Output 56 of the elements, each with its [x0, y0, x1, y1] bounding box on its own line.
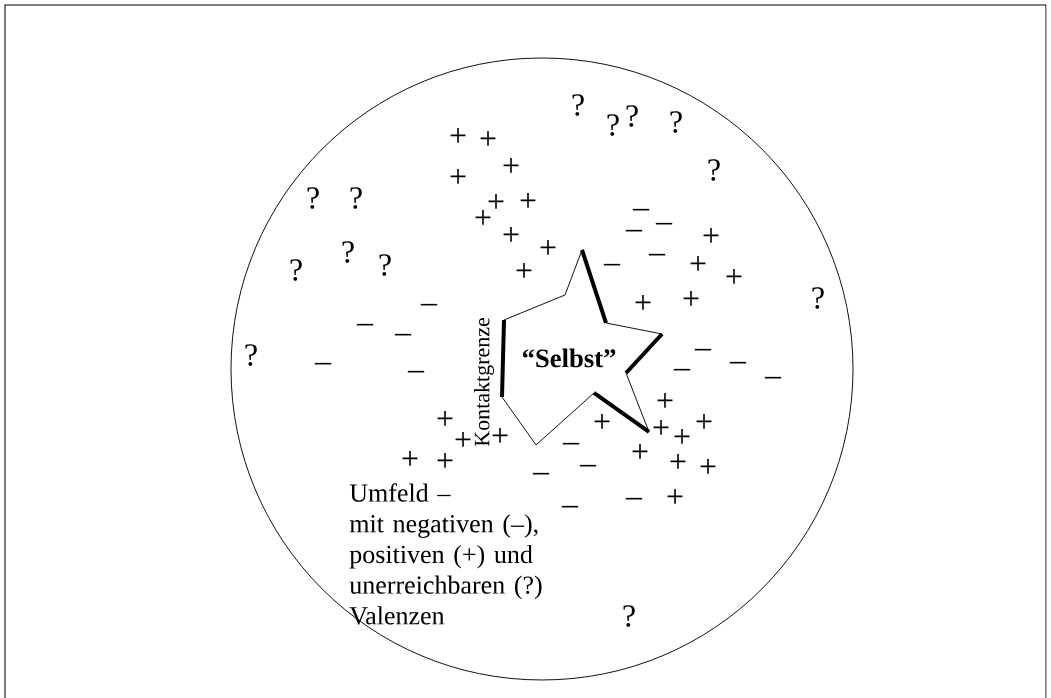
- valence-symbol: +: [670, 453, 686, 469]
- boundary-label: Kontaktgrenze: [474, 318, 494, 447]
- valence-symbol: +: [450, 127, 466, 143]
- valence-symbol: +: [450, 168, 466, 184]
- valence-symbol: +: [653, 419, 669, 435]
- valence-symbol: +: [540, 239, 556, 255]
- valence-symbol: –: [420, 303, 438, 306]
- valence-symbol: –: [729, 361, 747, 364]
- valence-symbol: +: [703, 227, 719, 243]
- valence-symbol: +: [475, 209, 491, 225]
- valence-symbol: ?: [350, 187, 362, 209]
- valence-symbol: –: [407, 370, 425, 373]
- valence-symbol: ?: [307, 187, 319, 209]
- valence-symbol: –: [632, 208, 650, 211]
- valence-symbol: +: [520, 192, 536, 208]
- field-description: mit negativen (–), positiven (+) und unerreichbaren (?) Valenzen: [349, 514, 542, 625]
- valence-symbol: –: [648, 253, 666, 256]
- valence-symbol: –: [394, 333, 412, 336]
- valence-symbol: +: [516, 262, 532, 278]
- valence-symbol: +: [700, 458, 716, 474]
- valence-symbol: ?: [245, 344, 257, 366]
- valence-symbol: +: [503, 157, 519, 173]
- valence-symbol: +: [492, 427, 508, 443]
- valence-symbol: +: [594, 413, 610, 429]
- valence-symbol: ?: [290, 259, 302, 281]
- valence-symbol: +: [635, 294, 651, 310]
- valence-symbol: –: [356, 323, 374, 326]
- valence-symbol: +: [437, 410, 453, 426]
- valence-symbol: +: [455, 431, 471, 447]
- valence-symbol: –: [764, 376, 782, 379]
- valence-symbol: –: [603, 263, 621, 266]
- valence-symbol: ?: [670, 111, 682, 133]
- valence-symbol: ?: [379, 254, 391, 276]
- valence-symbol: ?: [812, 287, 824, 309]
- valence-symbol: +: [667, 488, 683, 504]
- valence-symbol: +: [632, 443, 648, 459]
- valence-symbol: +: [437, 452, 453, 468]
- field-description: Umfeld –: [349, 483, 451, 502]
- valence-symbol: –: [314, 362, 332, 365]
- valence-symbol: +: [402, 450, 418, 466]
- valence-symbol: –: [562, 442, 580, 445]
- valence-symbol: +: [480, 130, 496, 146]
- valence-symbol: –: [655, 222, 673, 225]
- valence-symbol: ?: [342, 241, 354, 263]
- valence-symbol: –: [694, 348, 712, 351]
- valence-symbol: ?: [623, 605, 635, 627]
- valence-symbol: +: [696, 413, 712, 429]
- valence-symbol: –: [625, 497, 643, 500]
- valence-symbol: –: [561, 505, 579, 508]
- valence-symbol: +: [726, 268, 742, 284]
- valence-symbol: +: [657, 392, 673, 408]
- valence-symbol: ?: [607, 114, 619, 136]
- valence-symbol: ?: [572, 94, 584, 116]
- valence-symbol: +: [488, 193, 504, 209]
- valence-symbol: ?: [626, 105, 638, 127]
- valence-symbol: ?: [708, 159, 720, 181]
